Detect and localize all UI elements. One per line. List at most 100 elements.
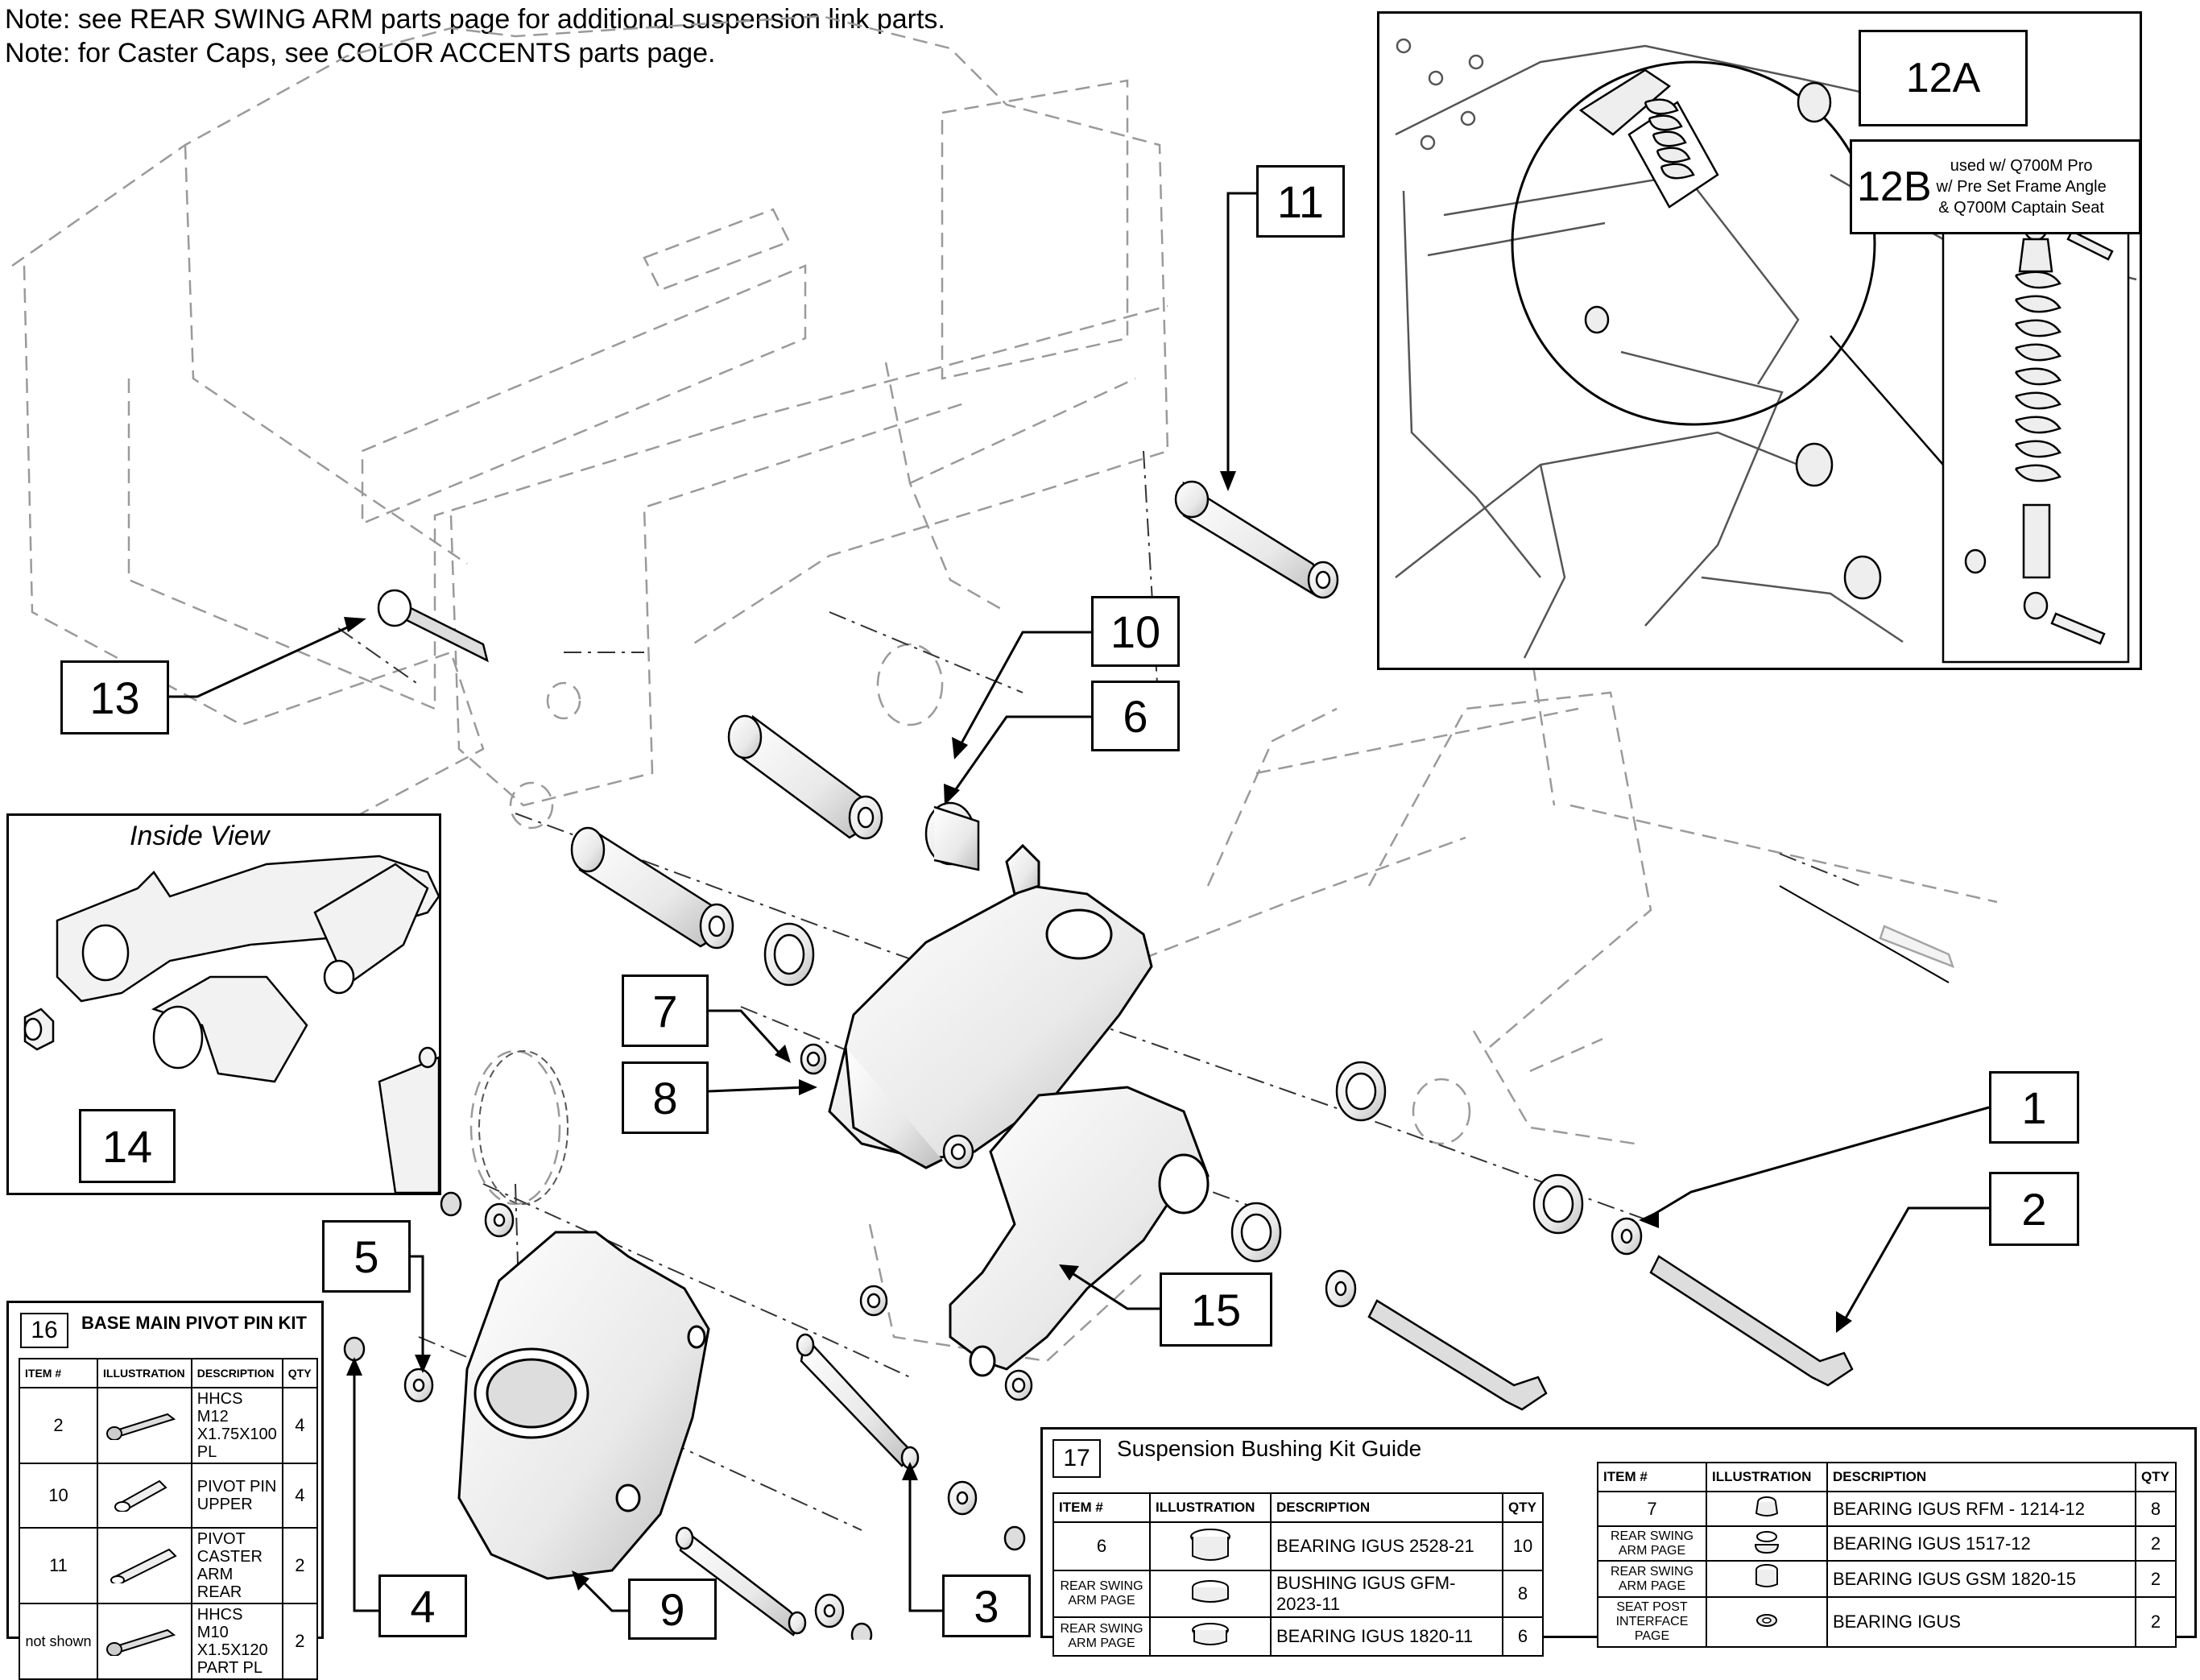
row-description: PIVOT CASTER ARM REAR — [190, 1527, 283, 1604]
callout-6: 6 — [1091, 681, 1180, 751]
row-description: HHCS M10 X1.5X120 PART PL — [190, 1603, 283, 1680]
table-row: REAR SWING ARM PAGE BEARING IGUS 1517-12… — [1597, 1525, 2177, 1562]
arrow-heads — [40, 471, 1852, 1591]
callout-1: 1 — [1989, 1071, 2079, 1144]
row-item: 10 — [18, 1463, 99, 1529]
table-row: REAR SWING ARM PAGE BEARING IGUS GSM 182… — [1597, 1560, 2177, 1598]
callout-3: 3 — [942, 1574, 1031, 1637]
frame-outline — [11, 14, 1998, 1363]
pin-lower-fork — [675, 1526, 807, 1637]
kit-17-col-qty: QTY — [1502, 1492, 1544, 1523]
bearing-small-1 — [859, 1285, 888, 1317]
shock-absorber-detail — [1395, 38, 2137, 664]
row-item: not shown — [18, 1603, 99, 1680]
inside-view-title: Inside View — [130, 821, 270, 851]
row-description: BEARING IGUS 2528-21 — [1270, 1521, 1503, 1571]
kit-17-col-description: DESCRIPTION — [1270, 1492, 1503, 1523]
kit-17-left-table: ITEM # ILLUSTRATION DESCRIPTION QTY 6 BE… — [1052, 1492, 1544, 1657]
bearing-small-2 — [1004, 1369, 1033, 1401]
table-row: 7 BEARING IGUS RFM - 1214-12 8 — [1597, 1491, 2177, 1527]
row-description: BEARING IGUS 1517-12 — [1826, 1525, 2136, 1562]
bearing-8 — [942, 1134, 974, 1169]
row-description: BUSHING IGUS GFM-2023-11 — [1270, 1570, 1503, 1618]
kit-16-box: 16 BASE MAIN PIVOT PIN KIT ITEM # ILLUST… — [6, 1301, 324, 1680]
pin-11 — [1174, 480, 1339, 599]
inside-view-drawing — [23, 854, 439, 1193]
pin-lower — [570, 826, 734, 950]
callout-10: 10 — [1091, 596, 1180, 667]
detail-panel-12: 12A 12B used w/ Q700M Pro w/ Pre Set Fra… — [1377, 11, 2142, 670]
row-qty: 10 — [1502, 1521, 1544, 1571]
kit-17-right-col-item: ITEM # — [1597, 1462, 1707, 1492]
pin-3 — [796, 1333, 920, 1470]
kit-17-right-col-qty: QTY — [2135, 1462, 2177, 1492]
bearing-7 — [800, 1043, 827, 1075]
bushing-icon — [1149, 1570, 1272, 1618]
callout-13: 13 — [60, 660, 169, 734]
kit-16-col-description: DESCRIPTION — [190, 1358, 283, 1388]
row-qty: 2 — [281, 1527, 319, 1604]
thrust-bearing-icon — [1706, 1596, 1828, 1648]
table-row: 10 PIVOT PIN UPPER 4 — [18, 1463, 319, 1529]
callout-5: 5 — [322, 1220, 411, 1293]
bolt-long-icon — [97, 1603, 192, 1680]
row-description: BEARING IGUS RFM - 1214-12 — [1826, 1491, 2136, 1527]
caster-arm-15 — [949, 1086, 1210, 1377]
callout-9: 9 — [628, 1579, 717, 1640]
row-item: 7 — [1597, 1491, 1707, 1527]
note-line-3: & Q700M Captain Seat — [1938, 199, 2104, 217]
kit-17-right-col-illustration: ILLUSTRATION — [1706, 1462, 1828, 1492]
bearing-icon — [1149, 1616, 1272, 1657]
row-description: BEARING IGUS GSM 1820-15 — [1826, 1560, 2136, 1598]
table-row: 2 HHCS M12 X1.75X100 PL 4 — [18, 1387, 319, 1464]
inside-view-panel: Inside View 14 — [6, 813, 441, 1195]
upper-swing-arm — [828, 843, 1153, 1169]
kit-17-title: Suspension Bushing Kit Guide — [1117, 1436, 1422, 1461]
callout-8: 8 — [622, 1061, 709, 1134]
callout-4: 4 — [378, 1574, 467, 1637]
kit-16-table: ITEM # ILLUSTRATION DESCRIPTION QTY 2 HH… — [18, 1358, 319, 1680]
bushing-1 — [1230, 1061, 1584, 1263]
row-item: 11 — [18, 1527, 99, 1604]
row-qty: 6 — [1502, 1616, 1544, 1657]
row-item: 2 — [18, 1387, 99, 1464]
table-row: 11 PIVOT CASTER ARM REAR 2 — [18, 1527, 319, 1604]
kit-17-right-table: ITEM # ILLUSTRATION DESCRIPTION QTY 7 BE… — [1597, 1462, 2177, 1648]
note-suspension-link: Note: see REAR SWING ARM parts page for … — [5, 4, 945, 35]
callout-2: 2 — [1989, 1172, 2079, 1246]
sleeve-bearing-icon — [1706, 1560, 1828, 1598]
row-qty: 8 — [1502, 1570, 1544, 1618]
row-qty: 2 — [2135, 1596, 2177, 1648]
callout-12b: 12B used w/ Q700M Pro w/ Pre Set Frame A… — [1850, 139, 2141, 234]
callout-12a: 12A — [1859, 30, 2028, 126]
callout-12b-label: 12B — [1857, 163, 1932, 210]
row-description: HHCS M12 X1.75X100 PL — [190, 1387, 283, 1464]
table-row: REAR SWING ARM PAGE BEARING IGUS 1820-11… — [1052, 1616, 1544, 1657]
pin-long-icon — [97, 1527, 192, 1604]
callout-14: 14 — [79, 1109, 176, 1183]
kit-16-col-qty: QTY — [281, 1358, 319, 1388]
callout-11: 11 — [1256, 165, 1345, 238]
table-row: REAR SWING ARM PAGE BUSHING IGUS GFM-202… — [1052, 1570, 1544, 1618]
bearing-flanged-icon — [1149, 1521, 1272, 1571]
kit-16-col-item: ITEM # — [18, 1358, 99, 1388]
kit-16-title: BASE MAIN PIVOT PIN KIT — [81, 1313, 307, 1333]
kit-17-right-col-description: DESCRIPTION — [1826, 1462, 2136, 1492]
row-item: REAR SWING ARM PAGE — [1597, 1560, 1707, 1598]
row-item: 6 — [1052, 1521, 1151, 1571]
bearing-6 — [924, 801, 980, 871]
row-qty: 2 — [2135, 1525, 2177, 1562]
shock-12b — [1942, 181, 2130, 664]
row-item: REAR SWING ARM PAGE — [1052, 1570, 1151, 1618]
row-item: REAR SWING ARM PAGE — [1052, 1616, 1151, 1657]
row-qty: 4 — [281, 1463, 319, 1529]
pin-10 — [727, 714, 883, 840]
magnify-circle — [1511, 60, 1876, 426]
bearing-small-icon — [1706, 1491, 1828, 1527]
bearing-flanged-icon — [1706, 1525, 1828, 1562]
kit-16-col-illustration: ILLUSTRATION — [97, 1358, 192, 1388]
callout-15: 15 — [1160, 1272, 1272, 1347]
caster-fork-9 — [457, 1231, 710, 1580]
row-qty: 8 — [2135, 1491, 2177, 1527]
caster-cap-outline — [478, 1050, 569, 1205]
